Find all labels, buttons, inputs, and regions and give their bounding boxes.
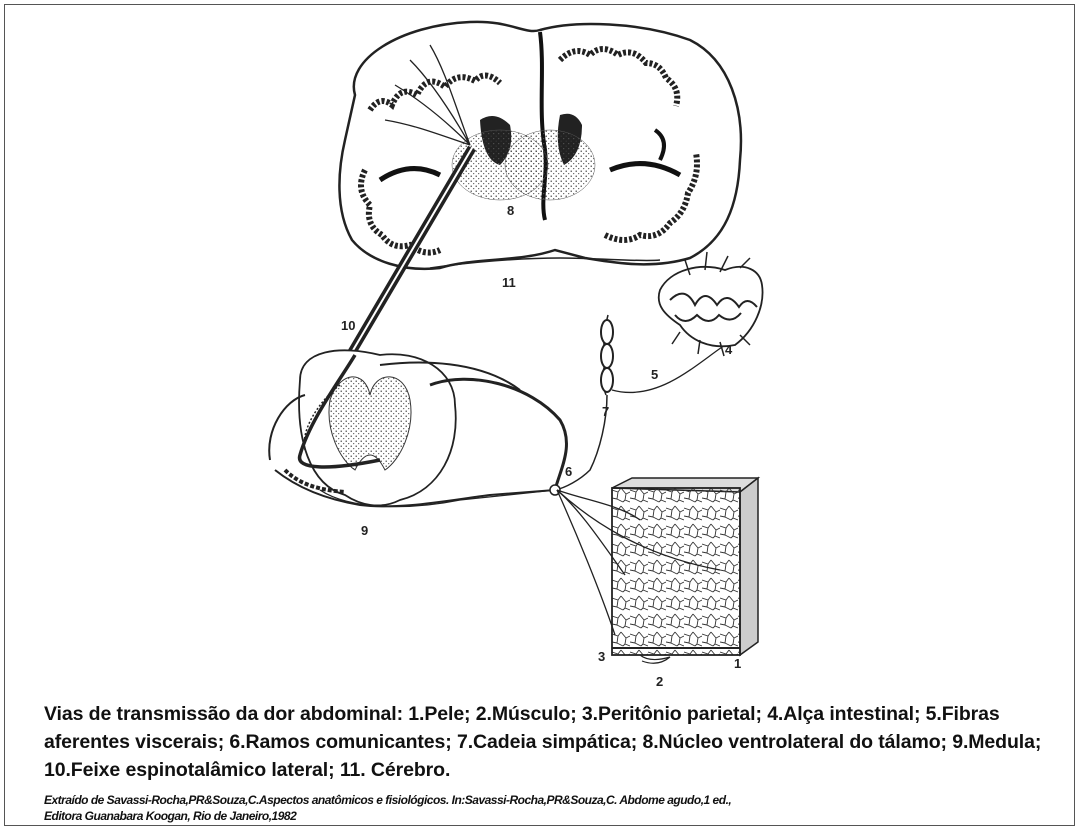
citation-line-2: Editora Guanabara Koogan, Rio de Janeiro… [44,808,1069,824]
label-3: 3 [598,649,605,664]
intestinal-loop-illustration [659,252,763,356]
citation-line-1: Extraído de Savassi-Rocha,PR&Souza,C.Asp… [44,792,1069,808]
skin-muscle-block [612,478,758,663]
label-8: 8 [507,203,514,218]
label-9: 9 [361,523,368,538]
figure-citation: Extraído de Savassi-Rocha,PR&Souza,C.Asp… [44,792,1069,824]
spinal-cord-illustration [269,350,566,506]
brain-illustration [339,22,740,269]
label-1: 1 [734,656,741,671]
label-5: 5 [651,367,658,382]
label-2: 2 [656,674,663,689]
label-7: 7 [602,404,609,419]
label-10: 10 [341,318,355,333]
label-11: 11 [502,275,516,290]
label-6: 6 [565,464,572,479]
label-4: 4 [725,342,733,357]
figure-caption: Vias de transmissão da dor abdominal: 1.… [44,700,1064,784]
pain-pathway-diagram: 1 2 3 4 5 6 7 8 9 10 11 [0,0,1081,690]
